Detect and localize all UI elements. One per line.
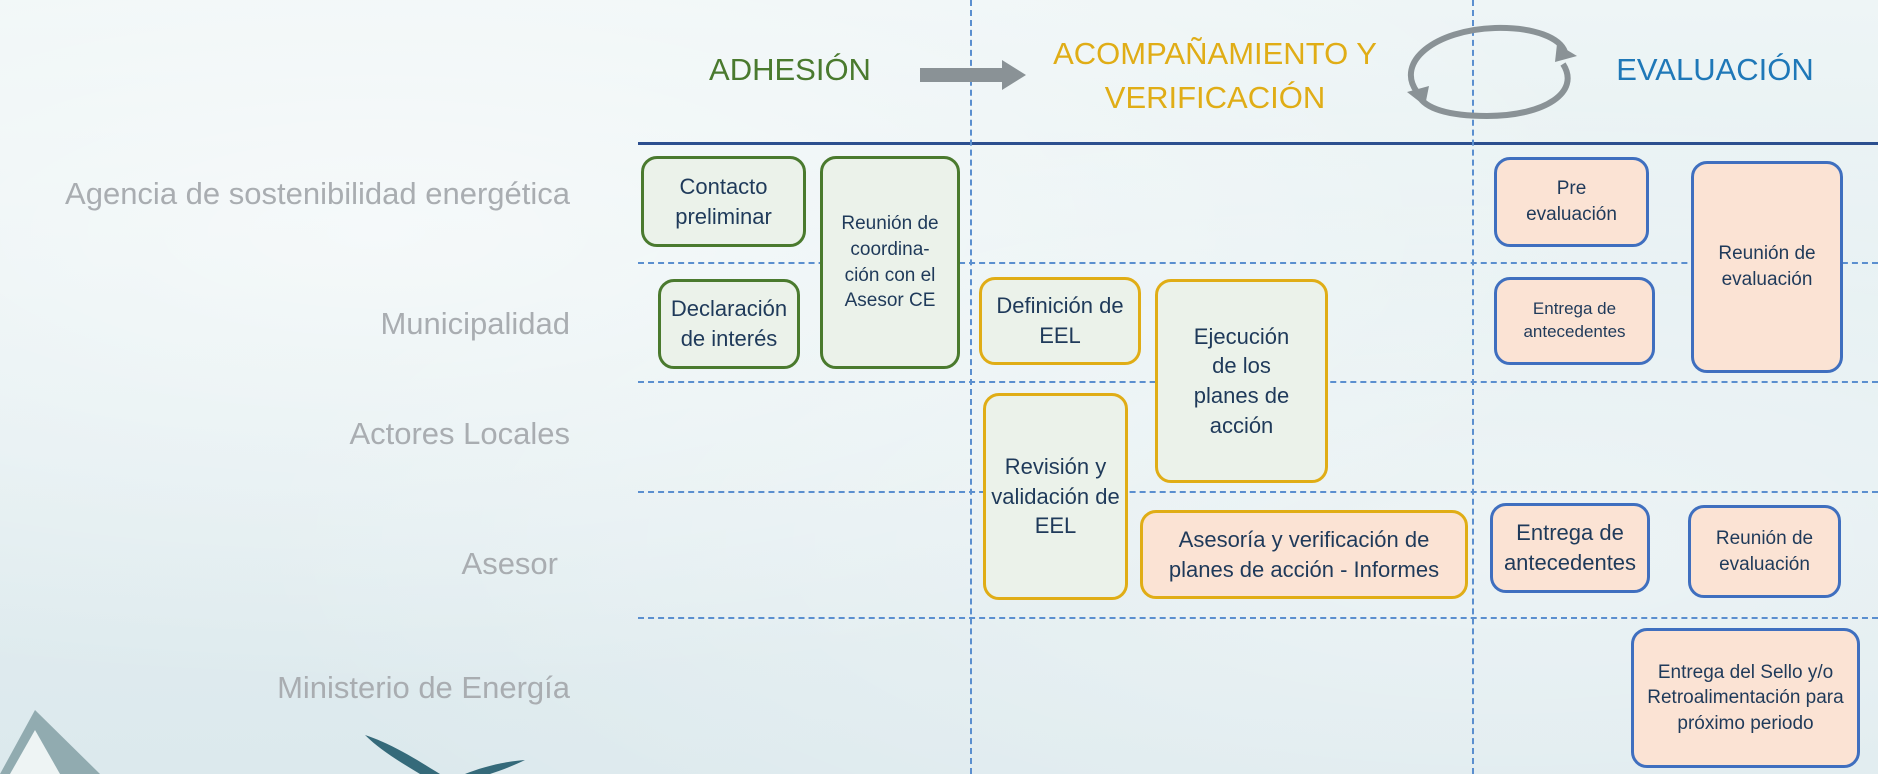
box-reunion-evaluacion-agencia-text: Reunión de evaluación <box>1718 243 1816 290</box>
box-entrega-antecedentes-municipalidad-text: Entrega de antecedentes <box>1523 299 1626 341</box>
box-reunion-coordinacion-line1: Reunión de <box>841 213 939 235</box>
box-reunion-coordinacion-line4: Asesor CE <box>844 290 936 312</box>
row-divider <box>638 617 1878 619</box>
box-revision-validacion-text: Revisión y validación de EEL <box>991 453 1120 539</box>
arrow-right-icon <box>920 60 1026 90</box>
row-divider <box>638 262 1878 264</box>
row-label-asesor: Asesor <box>461 546 558 581</box>
box-ejecucion-planes-text: Ejecución de los planes de acción <box>1193 323 1290 438</box>
box-entrega-antecedentes-municipalidad: Entrega de antecedentes <box>1494 277 1655 365</box>
phase-adhesion: ADHESIÓN <box>709 52 871 87</box>
phase-divider <box>1472 0 1474 774</box>
box-asesoria-verificacion-text: Asesoría y verificación de planes de acc… <box>1168 526 1440 582</box>
box-definicion-eel: Definición de EEL <box>979 277 1141 365</box>
box-declaracion-interes: Declaración de interés <box>658 279 800 369</box>
box-reunion-coordinacion: Reunión de coordina- ción con el Asesor … <box>820 156 960 369</box>
phase-acompanamiento-line1: ACOMPAÑAMIENTO Y <box>1053 36 1377 71</box>
decorative-leaf-shapes <box>0 710 525 774</box>
box-asesoria-verificacion: Asesoría y verificación de planes de acc… <box>1140 510 1468 599</box>
phase-evaluacion: EVALUACIÓN <box>1616 52 1814 87</box>
box-reunion-evaluacion-agencia: Reunión de evaluación <box>1691 161 1843 373</box>
header-divider <box>638 142 1878 145</box>
box-entrega-sello: Entrega del Sello y/o Retroalimentación … <box>1631 628 1860 768</box>
phase-divider <box>970 0 972 774</box>
box-entrega-antecedentes-asesor: Entrega de antecedentes <box>1490 503 1650 593</box>
phase-acompanamiento-line2: VERIFICACIÓN <box>1104 80 1326 115</box>
box-revision-validacion: Revisión y validación de EEL <box>983 393 1128 600</box>
row-label-actores-locales: Actores Locales <box>349 416 570 451</box>
row-label-ministerio: Ministerio de Energía <box>277 670 570 705</box>
box-declaracion-interes-text: Declaración de interés <box>670 296 788 351</box>
box-contacto-preliminar: Contacto preliminar <box>641 156 806 247</box>
box-reunion-coordinacion-line2: coordina- <box>850 238 930 260</box>
cycle-arrows-icon <box>1407 24 1577 120</box>
box-contacto-preliminar-text: Contacto preliminar <box>675 173 772 229</box>
row-label-agencia: Agencia de sostenibilidad energética <box>65 176 570 211</box>
box-definicion-eel-text: Definición de EEL <box>996 293 1124 348</box>
box-ejecucion-planes: Ejecución de los planes de acción <box>1155 279 1328 483</box>
box-entrega-antecedentes-asesor-text: Entrega de antecedentes <box>1503 520 1637 575</box>
box-pre-evaluacion: Pre evaluación <box>1494 157 1649 247</box>
box-reunion-evaluacion-asesor-text: Reunión de evaluación <box>1715 527 1814 575</box>
box-reunion-evaluacion-asesor: Reunión de evaluación <box>1688 505 1841 598</box>
box-entrega-sello-text: Entrega del Sello y/o Retroalimentación … <box>1647 661 1844 734</box>
row-divider <box>638 491 1878 493</box>
box-reunion-coordinacion-line3: ción con el <box>844 264 936 286</box>
phase-acompanamiento: ACOMPAÑAMIENTO Y VERIFICACIÓN <box>1040 32 1390 120</box>
box-pre-evaluacion-text: Pre evaluación <box>1526 178 1617 225</box>
row-label-municipalidad: Municipalidad <box>380 306 570 341</box>
